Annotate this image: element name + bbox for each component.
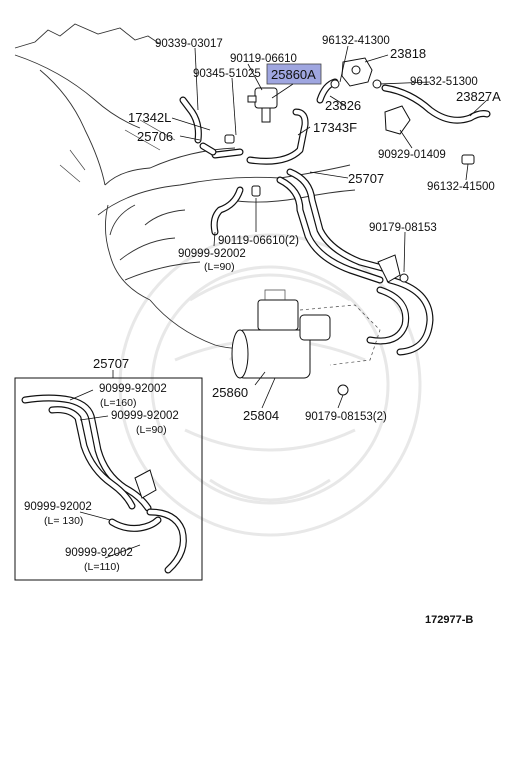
label-25860: 25860 — [212, 385, 248, 400]
inset-label-c: 90999-92002 — [24, 501, 92, 513]
inset-label-a-length: (L=160) — [100, 397, 136, 409]
label-25706: 25706 — [137, 129, 173, 144]
inset-label-d-length: (L=110) — [84, 561, 120, 573]
label-25860a: 25860A — [271, 67, 316, 82]
vsv-valve-25860a — [247, 87, 278, 123]
label-90999-92002-main-length: (L=90) — [204, 261, 235, 273]
label-17342l: 17342L — [128, 110, 171, 125]
dashed-outline — [299, 304, 381, 366]
inset-label-d: 90999-92002 — [65, 547, 133, 559]
label-23827a: 23827A — [456, 89, 501, 104]
diagram-reference-number: 172977-B — [425, 614, 473, 626]
label-96132-41300: 96132-41300 — [322, 35, 390, 47]
inset-label-c-length: (L= 130) — [44, 515, 83, 527]
label-25707-main: 25707 — [348, 171, 384, 186]
bracket-23818 — [341, 57, 373, 87]
canister-bracket — [337, 254, 409, 396]
label-23826: 23826 — [325, 98, 361, 113]
label-23818: 23818 — [390, 46, 426, 61]
highlight-box — [266, 63, 322, 85]
label-96132-51300: 96132-51300 — [410, 76, 478, 88]
leader-lines — [171, 45, 488, 409]
inset-label-b: 90999-92002 — [111, 410, 179, 422]
label-90929-01409: 90929-01409 — [378, 149, 446, 161]
label-90119-06610-2: 90119-06610(2) — [218, 235, 299, 247]
label-90179-08153-top: 90179-08153 — [369, 222, 437, 234]
label-90179-08153-2: 90179-08153(2) — [305, 411, 387, 423]
label-25804: 25804 — [243, 408, 279, 423]
bracket-90929 — [384, 105, 411, 135]
inset-25707: 25707 90999-92002 (L=160) 90999-92002 (L… — [14, 356, 203, 581]
label-90345-51025: 90345-51025 — [193, 68, 261, 80]
inset-label-b-length: (L=90) — [136, 424, 167, 436]
label-96132-41500: 96132-41500 — [427, 181, 495, 193]
hose-assembly — [179, 78, 491, 356]
label-90119-06610-top: 90119-06610 — [230, 53, 297, 65]
label-90339-03017: 90339-03017 — [155, 38, 223, 50]
inset-title: 25707 — [93, 356, 129, 371]
label-90999-92002-main: 90999-92002 — [178, 248, 246, 260]
label-17343f: 17343F — [313, 120, 357, 135]
clamps — [224, 79, 475, 197]
charcoal-canister-25860 — [231, 289, 331, 379]
inset-label-a: 90999-92002 — [99, 383, 167, 395]
